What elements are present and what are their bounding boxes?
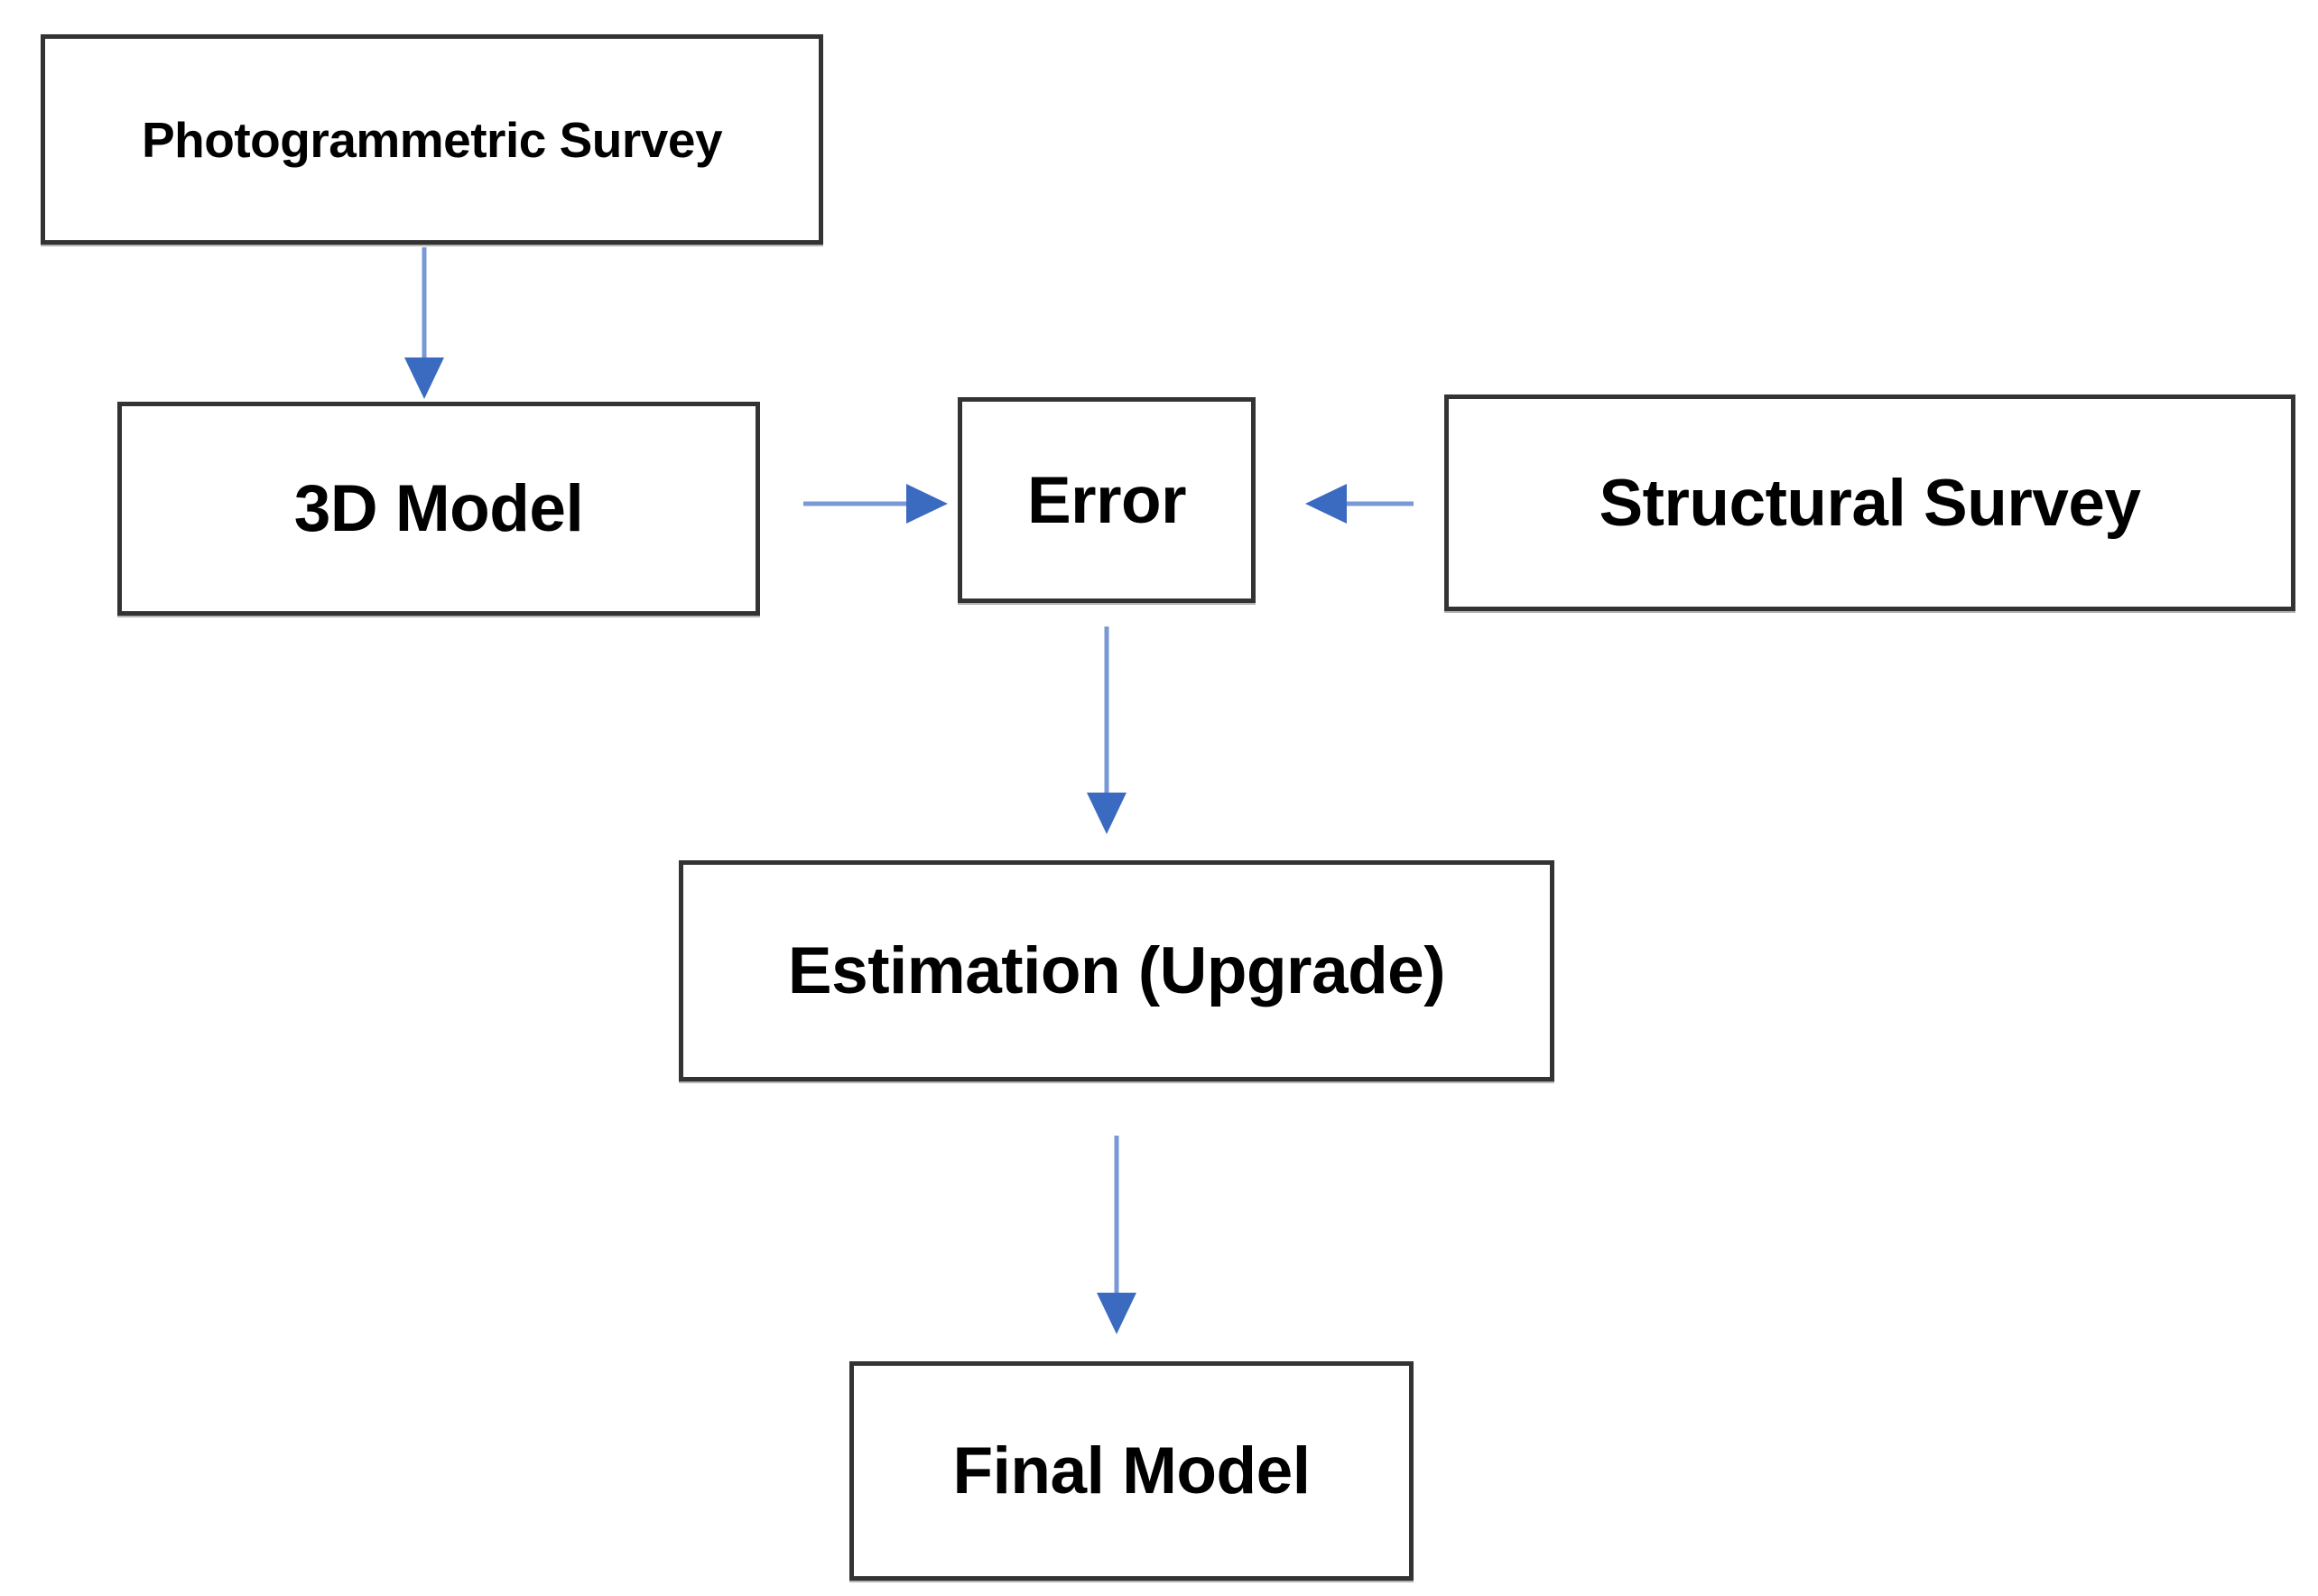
node-photogrammetric-survey: Photogrammetric Survey	[41, 34, 823, 245]
node-estimation-upgrade: Estimation (Upgrade)	[679, 860, 1554, 1081]
arrow-estimation-to-final-model	[1097, 1136, 1136, 1334]
arrowhead-left-icon	[1305, 484, 1347, 524]
node-3d-model: 3D Model	[117, 402, 760, 616]
arrowhead-down-icon	[1097, 1293, 1136, 1334]
arrowhead-down-icon	[404, 357, 444, 399]
node-label: Error	[1026, 463, 1187, 537]
node-label: Final Model	[952, 1434, 1312, 1508]
node-label: Structural Survey	[1599, 466, 2141, 540]
arrow-error-to-estimation	[1087, 626, 1127, 834]
node-label: 3D Model	[293, 472, 584, 545]
arrow-3d-model-to-error	[803, 484, 948, 524]
node-error: Error	[958, 397, 1256, 603]
arrow-structural-survey-to-error	[1305, 484, 1414, 524]
node-label: Photogrammetric Survey	[141, 111, 723, 168]
node-label: Estimation (Upgrade)	[787, 934, 1446, 1007]
arrowhead-down-icon	[1087, 793, 1127, 834]
node-structural-survey: Structural Survey	[1444, 394, 2295, 611]
arrowhead-right-icon	[906, 484, 948, 524]
arrow-photogrammetric-survey-to-3d-model	[404, 247, 444, 399]
node-final-model: Final Model	[849, 1361, 1414, 1581]
